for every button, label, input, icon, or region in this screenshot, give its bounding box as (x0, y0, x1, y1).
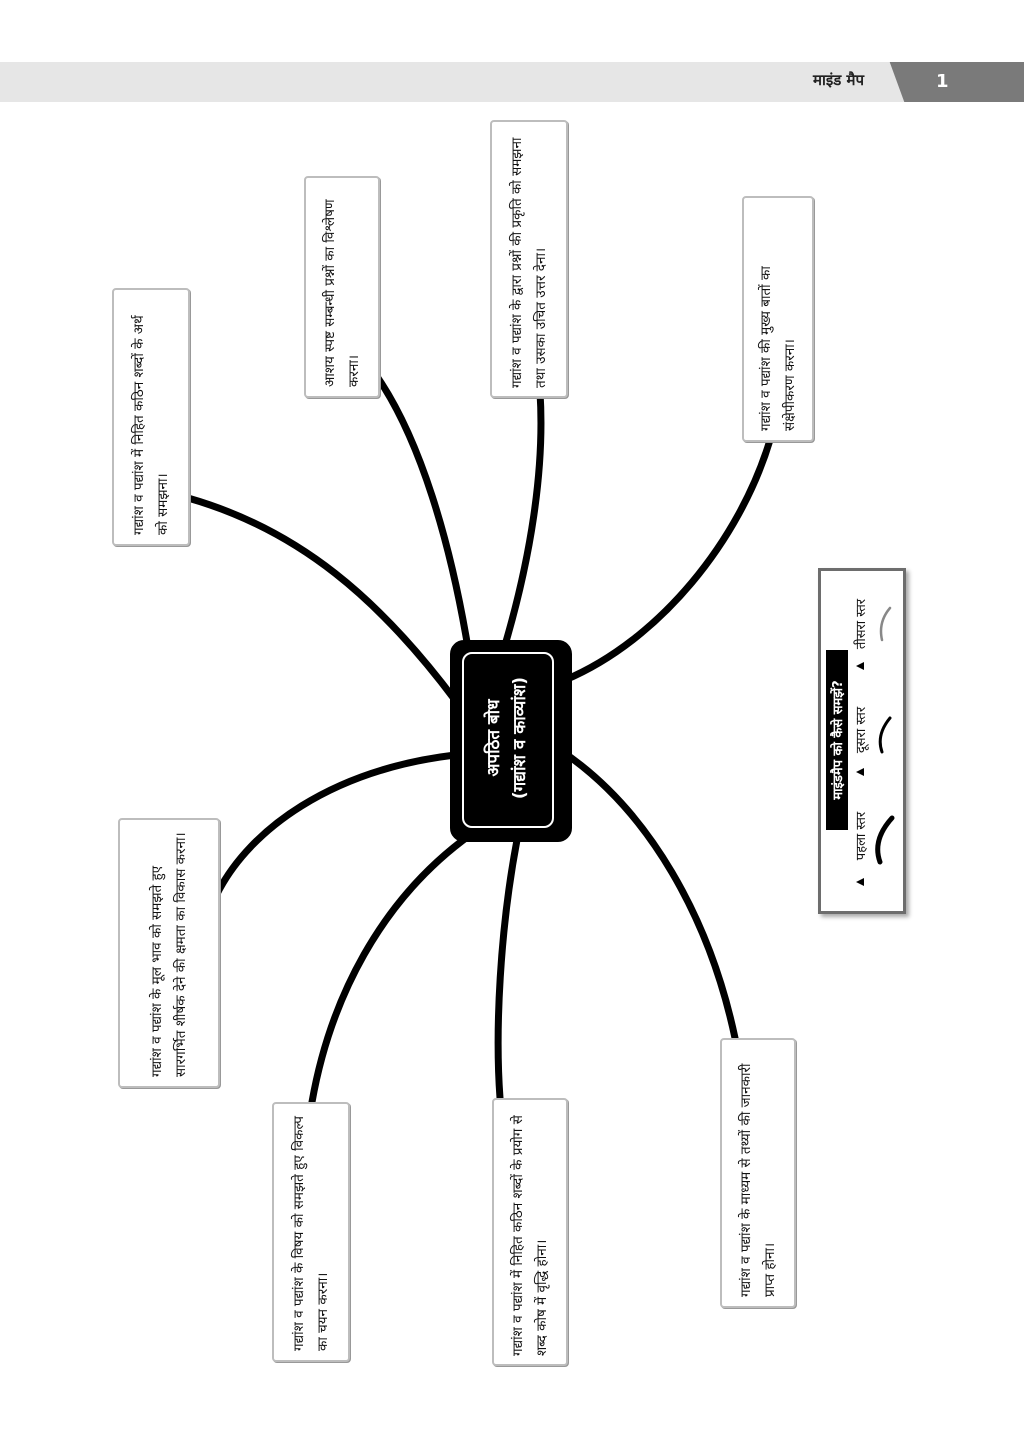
branch-line (561, 436, 774, 684)
node-box: गद्यांश व पद्यांश के विषय को समझते हुए व… (272, 1102, 350, 1362)
node-box: गद्यांश व पद्यांश के मूल भाव को समझते हु… (118, 818, 220, 1088)
node-box: गद्यांश व पद्यांश के द्वारा प्रश्नों की … (490, 120, 568, 398)
branch-line (494, 836, 521, 1102)
branch-line (374, 374, 472, 652)
branch-line (556, 746, 739, 1042)
node-box: गद्यांश व पद्यांश की मुख्य बातों का संक्… (742, 196, 814, 442)
header-title: माइंड मैप (813, 71, 864, 89)
level-2-arc (878, 716, 892, 754)
level-2-marker (856, 768, 864, 776)
node-box: गद्यांश व पद्यांश के माध्यम से तथ्यों की… (720, 1038, 796, 1308)
level-3-marker (856, 662, 864, 670)
branch-line (184, 494, 459, 704)
level-3-arc (879, 606, 892, 642)
node-box: आशय स्पष्ट सम्बन्धी प्रश्नों का विश्लेषण… (304, 176, 380, 398)
branch-line (214, 751, 459, 896)
center-node-inner (462, 652, 554, 828)
level-1-marker (856, 878, 864, 886)
branch-line (308, 831, 474, 1106)
legend-title-bar: माइंडमैप को कैसे समझें? (826, 650, 848, 830)
page-number-tab: 1 (889, 62, 1024, 102)
header-bar (0, 62, 1024, 102)
branch-line (501, 388, 545, 649)
level-1-arc (875, 815, 895, 865)
page-number: 1 (936, 71, 949, 92)
node-box: गद्यांश व पद्यांश में निहित कठिन शब्दों … (112, 288, 190, 546)
legend-level-3: तीसरा स्तर (854, 598, 869, 650)
node-box: गद्यांश व पद्यांश में निहित कठिन शब्दों … (492, 1098, 568, 1366)
legend-level-1: पहला स्तर (854, 811, 869, 861)
legend-level-2: दूसरा स्तर (854, 706, 869, 754)
